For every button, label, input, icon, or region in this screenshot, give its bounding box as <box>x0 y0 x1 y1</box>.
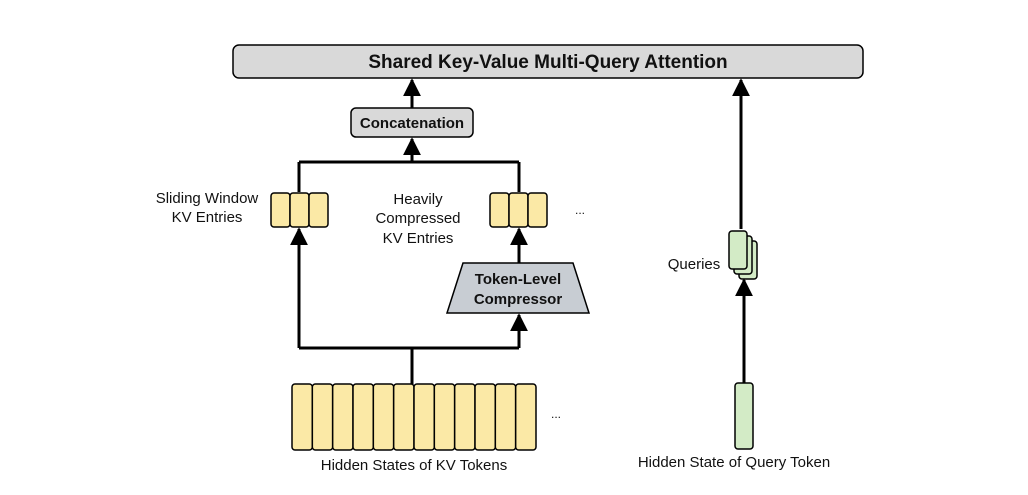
hidden-kv-token <box>291 383 314 451</box>
hidden-kv-tokens <box>291 383 537 451</box>
hidden-kv-token <box>311 383 334 451</box>
compressor-label-line1: Token-Level <box>475 271 561 288</box>
compressed-label-line3: KV Entries <box>383 230 454 247</box>
concatenation-label: Concatenation <box>360 115 464 132</box>
hidden-kv-token <box>331 383 354 451</box>
hidden-kv-token <box>413 383 436 451</box>
hidden-kv-token <box>514 383 537 451</box>
sliding-window-entries <box>270 192 329 228</box>
hidden-query-label: Hidden State of Query Token <box>638 454 830 471</box>
compressed-entry <box>527 192 548 228</box>
hidden-kv-ellipsis: ... <box>551 407 561 421</box>
sliding-window-entry <box>308 192 329 228</box>
hidden-kv-token <box>392 383 415 451</box>
query-card <box>728 230 748 270</box>
sliding-window-entry <box>270 192 291 228</box>
hidden-kv-token <box>372 383 395 451</box>
sliding-window-label-line1: Sliding Window <box>156 190 259 207</box>
hidden-kv-token <box>474 383 497 451</box>
attention-box <box>232 44 864 79</box>
hidden-kv-label: Hidden States of KV Tokens <box>321 457 508 474</box>
token-level-compressor <box>445 262 591 314</box>
hidden-kv-token <box>352 383 375 451</box>
hidden-kv-token <box>453 383 476 451</box>
attention-title: Shared Key-Value Multi-Query Attention <box>368 52 727 73</box>
compressed-ellipsis: ... <box>575 203 585 217</box>
sliding-window-entry <box>289 192 310 228</box>
sliding-window-label-line2: KV Entries <box>172 209 243 226</box>
compressed-label-line1: Heavily <box>393 191 443 208</box>
compressed-entries <box>489 192 548 228</box>
queries-label: Queries <box>668 256 721 273</box>
query-stack <box>728 230 758 280</box>
compressed-entry <box>489 192 510 228</box>
query-token-hidden-state <box>734 382 754 450</box>
compressor-label-line2: Compressor <box>474 291 563 308</box>
hidden-kv-token <box>494 383 517 451</box>
hidden-kv-token <box>433 383 456 451</box>
compressed-entry <box>508 192 529 228</box>
compressed-label-line2: Compressed <box>375 210 460 227</box>
